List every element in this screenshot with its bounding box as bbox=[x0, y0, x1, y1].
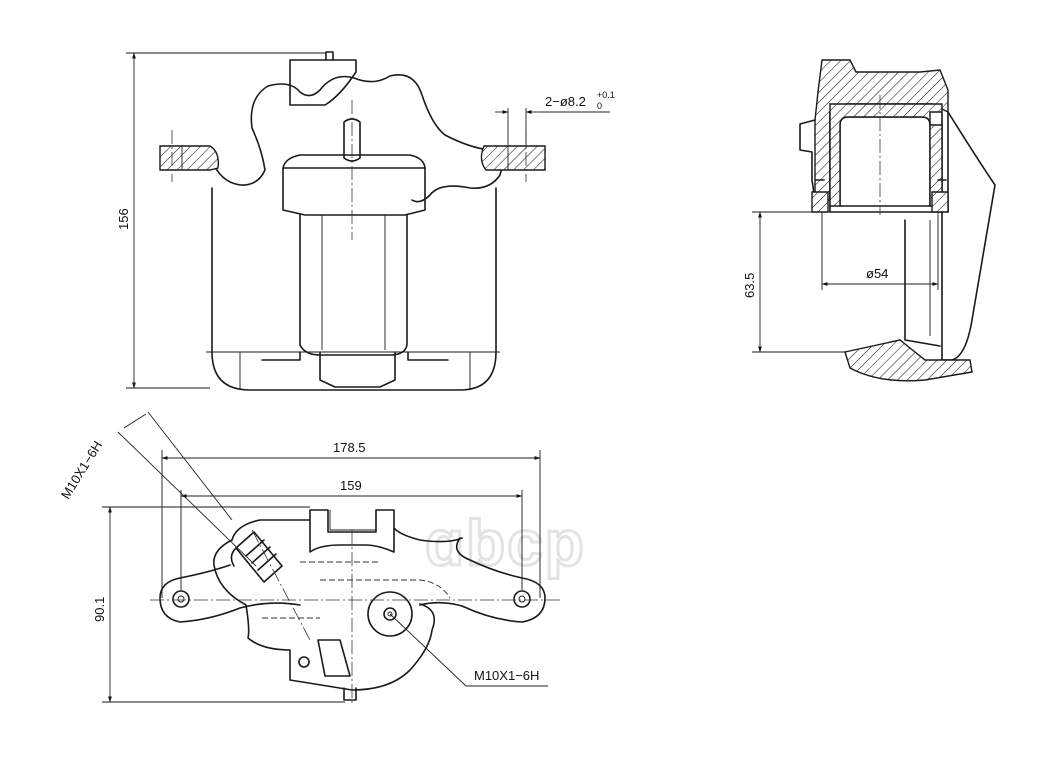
dim-overall-height: 156 bbox=[116, 208, 131, 230]
dim-hole-tol-lower: 0 bbox=[597, 101, 602, 111]
dim-side-height: 90.1 bbox=[92, 597, 107, 622]
dim-hole-callout: 2−ø8.2 bbox=[545, 94, 586, 109]
dim-mount-spacing: 159 bbox=[340, 478, 362, 493]
dim-bleed-thread: M10X1−6H bbox=[58, 438, 105, 501]
dim-piston-diameter: ø54 bbox=[866, 266, 888, 281]
dim-overall-width: 178.5 bbox=[333, 440, 366, 455]
dim-piston-depth: 63.5 bbox=[742, 273, 757, 298]
dim-inlet-thread: M10X1−6H bbox=[474, 668, 539, 683]
dim-hole-tol-upper: +0.1 bbox=[597, 90, 615, 100]
front-view: 156 2−ø8.2 +0.1 0 bbox=[116, 51, 615, 391]
watermark-logo: ɑbcp bbox=[425, 507, 586, 579]
section-view: 63.5 ø54 bbox=[742, 59, 996, 382]
